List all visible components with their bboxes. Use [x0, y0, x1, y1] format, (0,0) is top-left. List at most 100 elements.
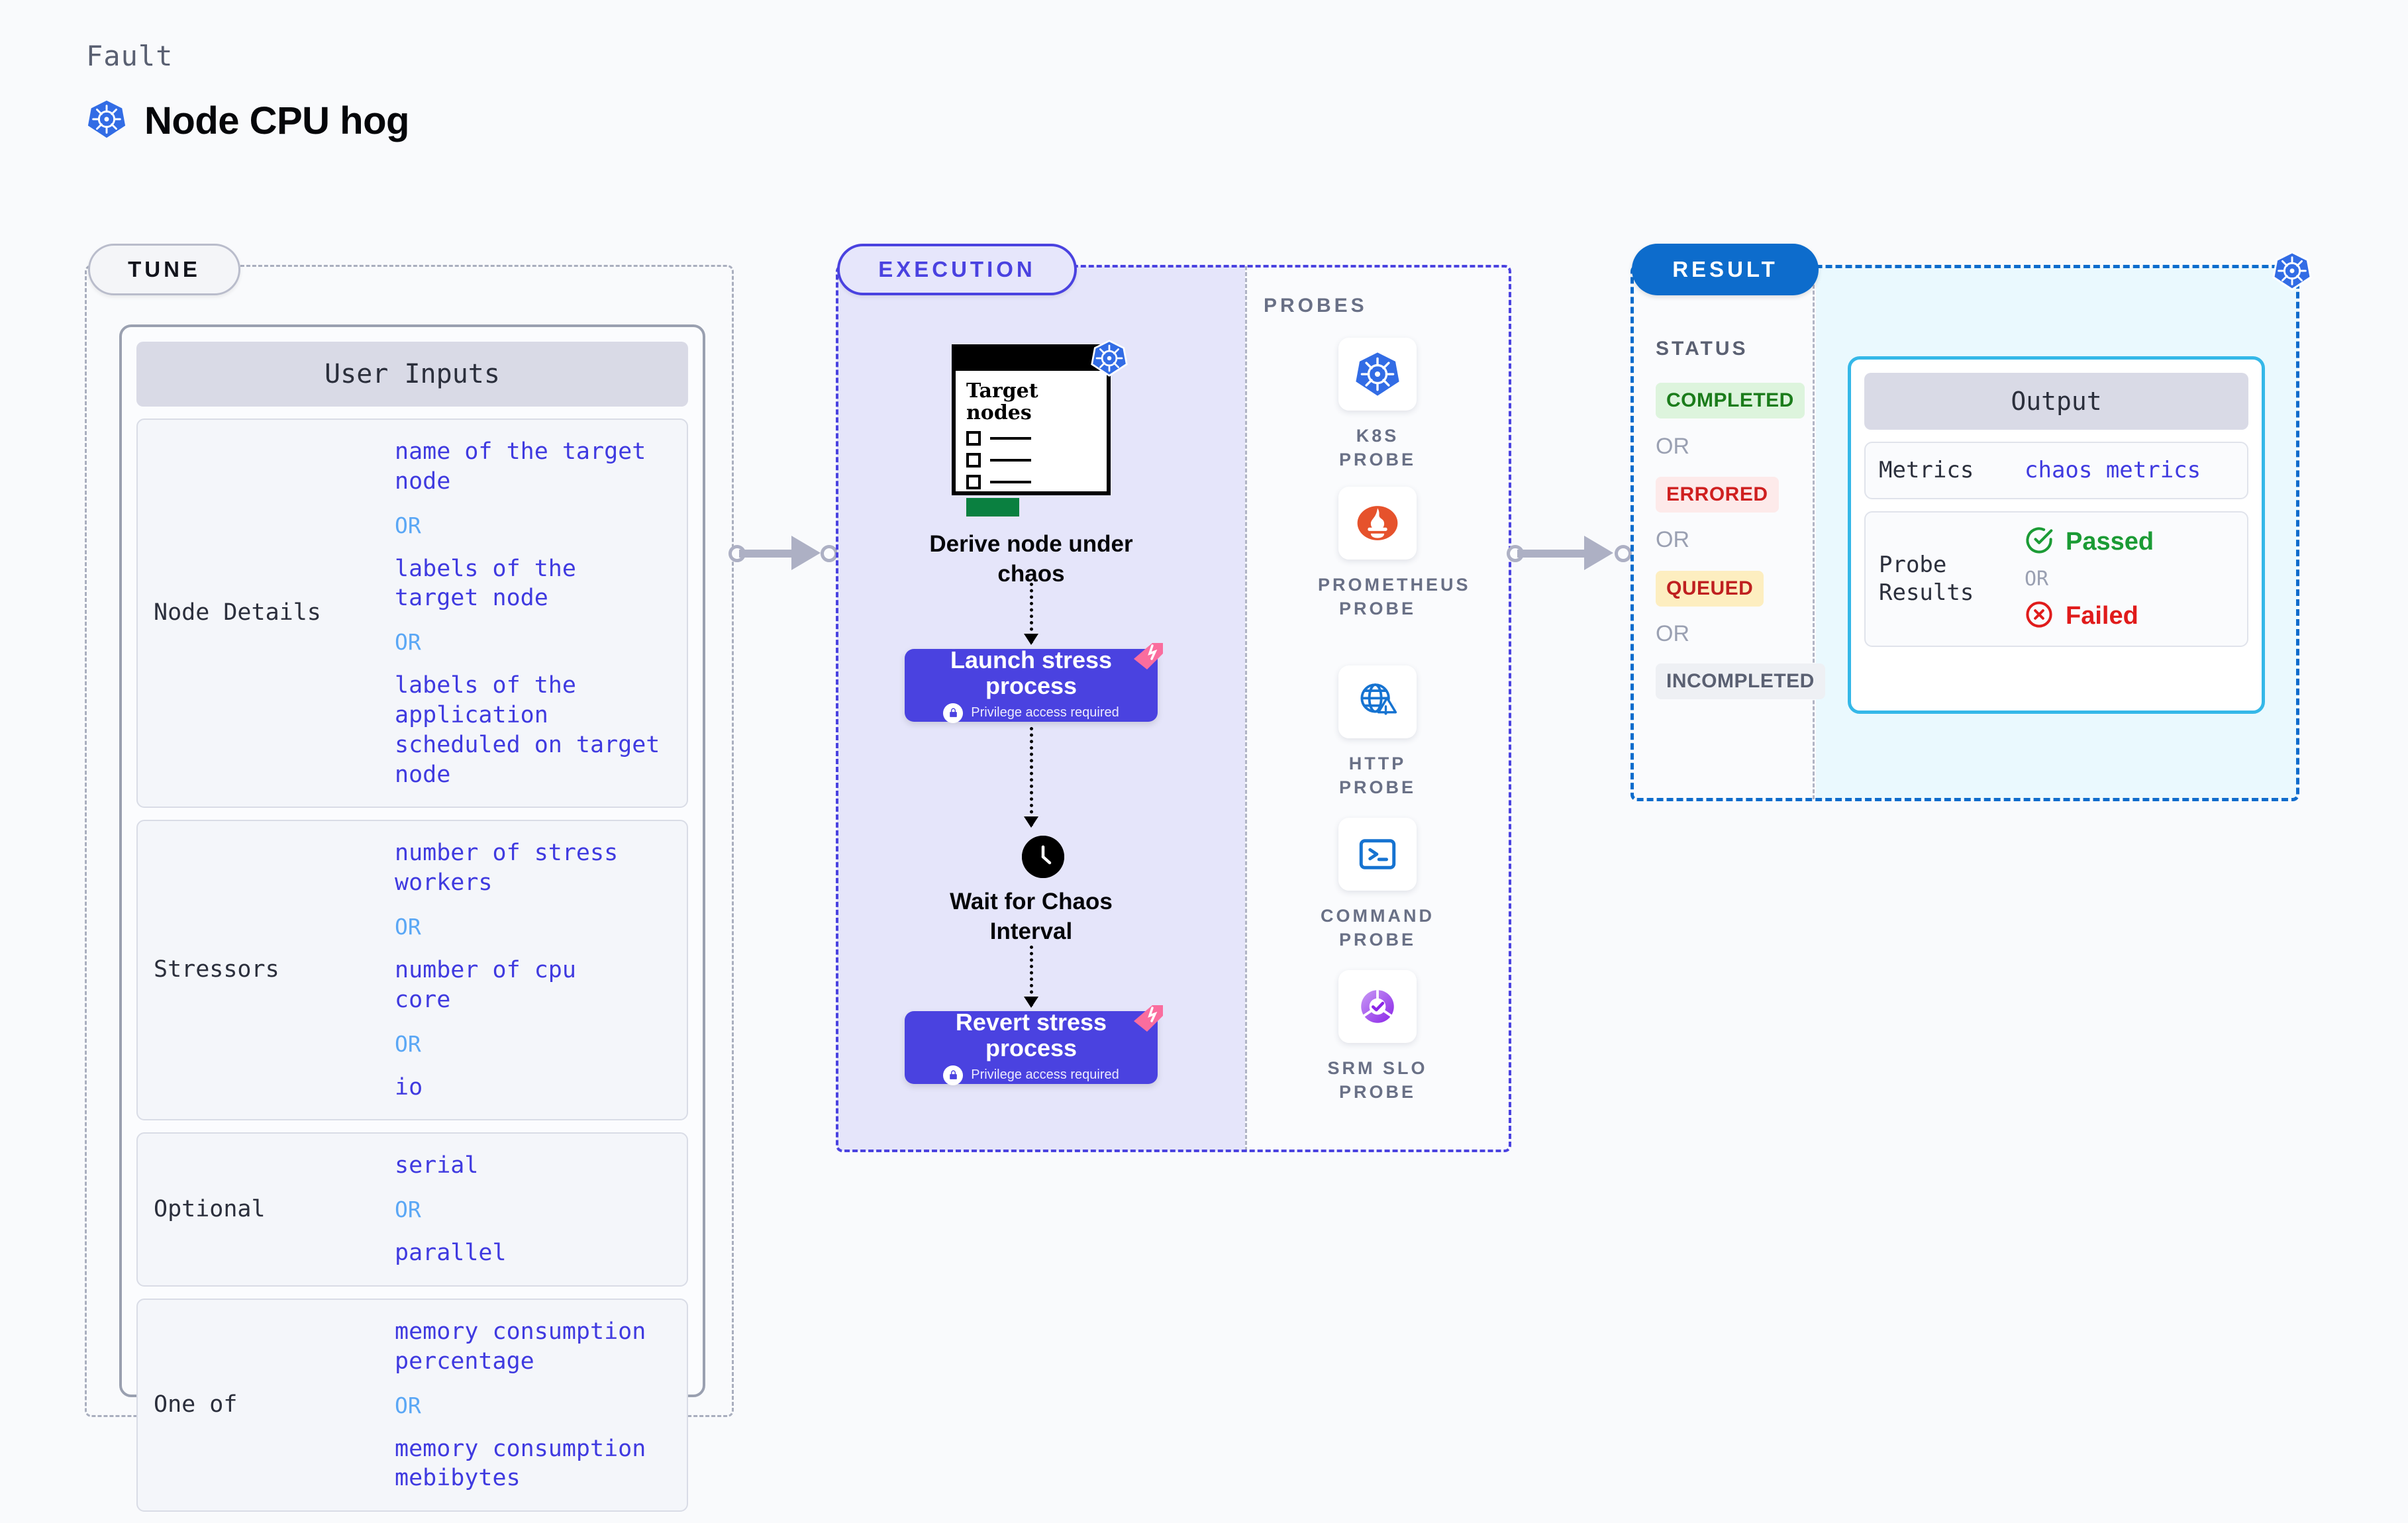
check-circle-icon — [2025, 526, 2054, 558]
status-badge-completed: COMPLETED — [1656, 383, 1805, 418]
probe-item-k8s[interactable]: K8S PROBE — [1318, 338, 1437, 472]
checkbox-icon — [966, 475, 981, 489]
or-separator: OR — [395, 512, 421, 538]
or-separator: OR — [395, 1197, 421, 1223]
or-separator: OR — [2025, 567, 2049, 591]
status-badge-errored: ERRORED — [1656, 477, 1779, 513]
probe-label: COMMAND PROBE — [1321, 906, 1434, 950]
row-value: parallel — [395, 1240, 507, 1267]
probe-label: SRM SLO PROBE — [1327, 1058, 1428, 1103]
probes-label: PROBES — [1264, 295, 1368, 317]
row-value: serial — [395, 1152, 479, 1179]
lock-icon — [943, 1065, 964, 1085]
launch-stress-process-step: Launch stress process Privilege access r… — [905, 643, 1163, 723]
probe-item-prometheus[interactable]: PROMETHEUS PROBE — [1318, 487, 1471, 621]
x-circle-icon — [2025, 600, 2054, 632]
probe-result-passed: Passed — [2025, 526, 2154, 558]
row-value: io — [395, 1073, 423, 1101]
flow-arrow — [1024, 583, 1038, 645]
fault-title-row: Node CPU hog — [86, 99, 409, 143]
connector-bar — [739, 550, 805, 558]
step-title: Revert stress process — [955, 1008, 1107, 1061]
revert-stress-process-step: Revert stress process Privilege access r… — [905, 1005, 1163, 1085]
step-subtitle: Privilege access required — [971, 705, 1119, 720]
connector-bar — [1517, 550, 1598, 558]
or-separator: OR — [395, 1030, 421, 1057]
row-value: labels of the target node — [395, 555, 576, 612]
chaos-ribbon-icon — [1132, 642, 1167, 671]
probe-label: PROMETHEUS PROBE — [1318, 575, 1471, 619]
failed-label: Failed — [2066, 601, 2138, 630]
status-badge-incompleted: INCOMPLETED — [1656, 663, 1825, 699]
chaos-ribbon-icon — [1132, 1004, 1167, 1033]
placeholder-line — [990, 459, 1031, 462]
execution-pill: EXECUTION — [837, 244, 1077, 295]
fault-kicker-label: Fault — [86, 40, 174, 72]
or-separator: OR — [395, 1392, 421, 1418]
kubernetes-icon — [1338, 338, 1417, 411]
input-row-stressors: Stressors number of stress workers OR nu… — [136, 820, 688, 1121]
probe-item-command[interactable]: COMMAND PROBE — [1318, 818, 1437, 952]
step-subtitle: Privilege access required — [971, 1067, 1119, 1083]
tune-pill: TUNE — [88, 244, 240, 295]
lock-icon — [943, 703, 964, 723]
checkbox-icon — [966, 453, 981, 467]
progress-bar — [966, 498, 1019, 516]
row-value: memory consumption percentage — [395, 1318, 646, 1375]
row-label: One of — [154, 1391, 238, 1418]
flow-arrow — [1024, 946, 1038, 1008]
or-separator: OR — [395, 629, 421, 656]
or-separator: OR — [395, 913, 421, 940]
metrics-value: chaos metrics — [2025, 457, 2201, 484]
probe-item-srm-slo[interactable]: SRM SLO PROBE — [1318, 970, 1437, 1105]
target-checkbox-row — [966, 453, 1096, 467]
probe-result-failed: Failed — [2025, 600, 2154, 632]
globe-warning-icon — [1338, 665, 1417, 738]
prometheus-icon — [1338, 487, 1417, 560]
output-row-metrics: Metrics chaos metrics — [1864, 442, 2248, 499]
status-label: STATUS — [1656, 338, 1748, 360]
slo-donut-check-icon — [1338, 970, 1417, 1043]
row-value: number of stress workers — [395, 840, 619, 897]
output-row-probe-results: Probe Results Passed OR — [1864, 511, 2248, 647]
connector-execution-to-result — [1507, 533, 1636, 573]
row-label: Node Details — [154, 599, 321, 626]
row-label: Metrics — [1879, 457, 1974, 483]
kubernetes-icon — [2272, 250, 2313, 291]
row-value: memory consumption mebibytes — [395, 1435, 646, 1492]
row-label: Probe Results — [1879, 551, 1974, 607]
result-pill: RESULT — [1632, 244, 1819, 295]
status-badge-queued: QUEUED — [1656, 571, 1764, 607]
result-status-column — [1632, 267, 1815, 799]
probe-label: K8S PROBE — [1338, 426, 1417, 470]
execution-panel — [836, 265, 1511, 1152]
output-card: Output Metrics chaos metrics Probe Resul… — [1848, 356, 2265, 714]
target-card-title: Target nodes — [966, 379, 1038, 424]
connector-arrowhead — [1584, 536, 1613, 570]
passed-label: Passed — [2066, 527, 2154, 556]
kubernetes-icon — [86, 99, 127, 143]
probe-item-http[interactable]: HTTP PROBE — [1318, 665, 1437, 800]
target-checkbox-row — [966, 475, 1096, 489]
probe-label: HTTP PROBE — [1338, 754, 1417, 798]
connector-endpoint — [1615, 545, 1632, 562]
or-separator: OR — [1656, 434, 1689, 459]
kubernetes-icon — [1090, 339, 1129, 377]
page-header: Fault Node CPU hog — [86, 40, 409, 143]
row-value: number of cpu core — [395, 956, 576, 1013]
derive-node-step-label: Derive node under chaos — [929, 531, 1133, 587]
placeholder-line — [990, 437, 1031, 440]
or-separator: OR — [1656, 527, 1689, 552]
connector-tune-to-execution — [728, 533, 838, 573]
target-card-titlebar — [956, 348, 1107, 371]
input-row-optional: Optional serial OR parallel — [136, 1132, 688, 1287]
input-row-node-details: Node Details name of the target node OR … — [136, 418, 688, 809]
placeholder-line — [990, 481, 1031, 483]
row-value: labels of the application scheduled on t… — [395, 672, 660, 788]
step-title: Launch stress process — [950, 646, 1113, 699]
user-inputs-title: User Inputs — [136, 342, 688, 407]
flow-arrow — [1024, 727, 1038, 828]
connector-arrowhead — [791, 536, 821, 570]
row-label: Optional — [154, 1195, 266, 1222]
input-row-one-of: One of memory consumption percentage OR … — [136, 1298, 688, 1512]
